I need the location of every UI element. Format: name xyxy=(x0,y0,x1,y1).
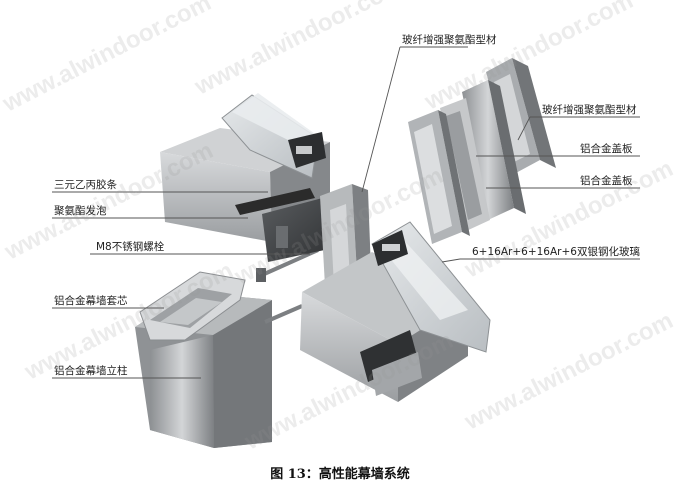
label-al-cover-1: 铝合金盖板 xyxy=(580,143,633,155)
epdm-strip-part xyxy=(235,188,334,262)
glass-unit-right xyxy=(360,221,491,396)
label-mullion: 铝合金幕墙立柱 xyxy=(54,365,128,377)
al-cover-part-1 xyxy=(440,98,490,232)
label-frp-profile-top: 玻纤增强聚氨酯型材 xyxy=(402,34,497,46)
label-pu-foam: 聚氨酯发泡 xyxy=(54,205,107,217)
leader-lines xyxy=(52,46,640,379)
label-al-cover-2: 铝合金盖板 xyxy=(580,175,633,187)
frp-profile-right-part xyxy=(462,80,526,220)
label-glass-spec: 6+16Ar+6+16Ar+6双银钢化玻璃 xyxy=(472,246,640,258)
al-cover-part-2 xyxy=(408,110,470,244)
svg-text:www.alwindoor.com: www.alwindoor.com xyxy=(460,307,678,436)
watermarks: www.alwindoor.com www.alwindoor.com www.… xyxy=(0,0,677,456)
svg-text:www.alwindoor.com: www.alwindoor.com xyxy=(0,0,215,118)
glass-unit-left xyxy=(221,93,326,179)
svg-text:www.alwindoor.com: www.alwindoor.com xyxy=(190,0,408,101)
label-frp-profile-right: 玻纤增强聚氨酯型材 xyxy=(542,104,637,116)
label-sleeve: 铝合金幕墙套芯 xyxy=(54,295,128,307)
label-epdm-strip: 三元乙丙胶条 xyxy=(54,179,117,191)
figure-caption: 图 13：高性能幕墙系统 xyxy=(270,467,410,482)
sleeve-part xyxy=(139,271,246,341)
label-bolt: M8不锈钢螺栓 xyxy=(96,241,165,253)
